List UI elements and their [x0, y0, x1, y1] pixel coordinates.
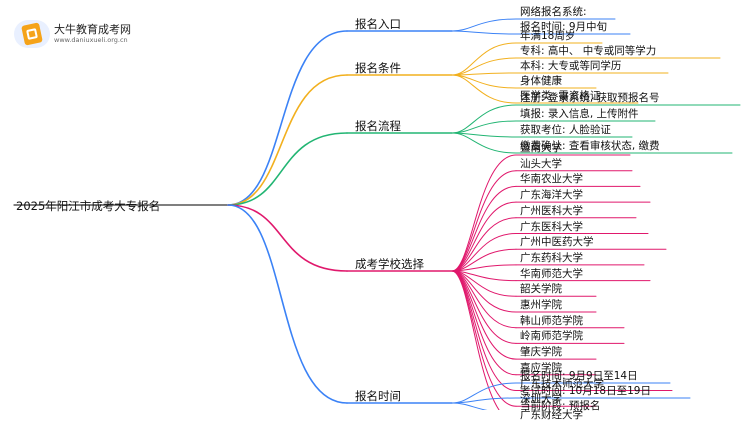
leaf-node: 深圳大学	[520, 393, 562, 406]
leaf-connector	[451, 74, 517, 104]
leaf-node: 岭南师范学院	[520, 330, 583, 343]
site-logo[interactable]: 大牛教育成考网 www.daniuxueli.org.cn	[14, 20, 164, 48]
leaf-node: 考试时间: 10月18日至19日	[520, 385, 651, 397]
leaf-connector	[451, 30, 517, 35]
leaf-connector	[451, 402, 488, 410]
leaf-node: 网络报名系统:	[520, 6, 587, 18]
leaf-connector	[451, 18, 517, 32]
leaf-node: 韶关学院	[520, 283, 562, 296]
leaf-node: 年满18周岁	[520, 30, 576, 42]
leaf-node: 广州中医药大学	[520, 236, 594, 249]
leaf-node: 广州医科大学	[520, 204, 583, 217]
branch-connector	[227, 74, 348, 206]
leaf-node: 广东医科大学	[520, 220, 583, 233]
leaf-connector	[451, 42, 517, 76]
leaf-connector	[451, 104, 517, 134]
leaf-node: 专科: 高中、 中专或同等学力	[520, 45, 657, 57]
leaf-connector	[451, 270, 517, 376]
branch-connector	[227, 30, 348, 206]
leaf-node: 身体健康	[520, 75, 562, 87]
leaf-node: 肇庆学院	[520, 346, 562, 359]
leaf-node: 韩山师范学院	[520, 314, 583, 327]
leaf-node: 惠州学院	[520, 299, 562, 311]
branch-label: 报名流程	[355, 119, 401, 133]
leaf-node: 华南农业大学	[520, 173, 583, 186]
leaf-node: 本科: 大专或等同学历	[520, 60, 622, 72]
logo-site-url: www.daniuxueli.org.cn	[54, 36, 128, 44]
leaf-node: 获取考位: 人脸验证	[520, 124, 611, 136]
leaf-connector	[451, 397, 517, 404]
branch-label: 报名条件	[355, 61, 401, 75]
branch-connector	[227, 132, 348, 206]
branch-connector	[227, 204, 348, 404]
branch-label: 成考学校选择	[355, 257, 424, 271]
leaf-node: 嘉应学院	[520, 361, 562, 374]
leaf-connector	[451, 170, 517, 272]
leaf-node: 暨南大学	[520, 142, 562, 154]
leaf-connector	[451, 270, 500, 410]
branch-connector	[227, 204, 348, 272]
leaf-connector	[451, 154, 517, 272]
leaf-connector	[451, 270, 517, 407]
leaf-node: 填报: 录入信息, 上传附件	[520, 108, 639, 120]
mindmap-connectors	[13, 18, 741, 410]
mindmap-root-node: 2025年阳江市成考大专报名	[16, 199, 161, 213]
leaf-node: 注册: 登录系统, 获取预报名号	[520, 92, 660, 104]
leaf-node: 广东海洋大学	[520, 189, 583, 202]
logo-site-name: 大牛教育成考网	[54, 23, 131, 36]
branch-label: 报名入口	[355, 17, 401, 31]
leaf-node: 广东药科大学	[520, 251, 583, 264]
branch-label: 报名时间	[355, 389, 401, 403]
leaf-node: 报名时间: 9月中旬	[520, 21, 608, 33]
leaf-node: 报名时间: 9月9日至14日	[520, 370, 638, 382]
leaf-connector	[451, 201, 517, 272]
leaf-connector	[451, 185, 517, 272]
leaf-node: 汕头大学	[520, 157, 562, 170]
leaf-connector	[451, 217, 517, 272]
logo-mark-icon	[14, 20, 50, 48]
leaf-node: 缴费确认: 查看审核状态, 缴费	[520, 140, 660, 152]
leaf-node: 广东技术师范大学	[520, 377, 604, 390]
leaf-node: 医学类: 需资格证	[520, 90, 601, 102]
leaf-node: 当前阶段: 预报名	[520, 400, 601, 412]
leaf-connector	[451, 132, 517, 154]
leaf-node: 华南师范大学	[520, 267, 583, 280]
